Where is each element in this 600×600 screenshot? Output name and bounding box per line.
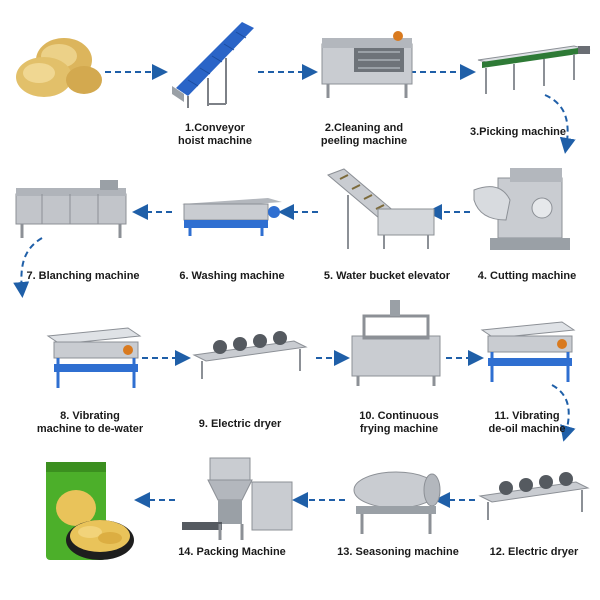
label-step-1-line2: hoist machine (178, 135, 252, 147)
blanching-machine (15, 180, 127, 238)
label-step-8: 8. Vibrating machine to de-water (22, 410, 158, 436)
label-step-9: 9. Electric dryer (186, 418, 294, 431)
picking-machine (477, 45, 591, 94)
label-step-4-line1: 4. Cutting machine (477, 270, 577, 282)
packing-machine (182, 457, 293, 540)
continuous-frying-machine (351, 300, 441, 386)
label-step-2-line1: 2.Cleaning and (324, 122, 404, 134)
chips-bag-image (46, 462, 134, 560)
label-step-5-line1: 5. Water bucket elevator (323, 270, 451, 282)
label-step-4: 4. Cutting machine (468, 270, 586, 283)
potatoes-image (16, 38, 102, 97)
cutting-machine (473, 168, 570, 250)
label-step-14: 14. Packing Machine (166, 546, 298, 559)
label-step-10: 10. Continuous frying machine (338, 410, 460, 436)
label-step-3: 3.Picking machine (448, 126, 588, 139)
label-step-8-line1: 8. Vibrating (60, 410, 120, 422)
cleaning-peeling-machine (321, 31, 413, 98)
arrow-3-4-curve (544, 94, 576, 154)
label-step-7: 7. Blanching machine (14, 270, 152, 283)
vibrating-dewater-machine (46, 327, 142, 388)
label-step-11-line1: 11. Vibrating (494, 410, 560, 422)
label-step-6: 6. Washing machine (170, 270, 294, 283)
label-step-12-line1: 12. Electric dryer (489, 546, 579, 558)
label-step-14-line1: 14. Packing Machine (178, 546, 286, 558)
label-step-9-line1: 9. Electric dryer (198, 418, 282, 430)
conveyor-hoist-machine (172, 22, 254, 108)
label-step-6-line1: 6. Washing machine (179, 270, 285, 282)
vibrating-deoil-machine (480, 321, 576, 382)
label-step-1-line1: 1.Conveyor (185, 122, 245, 134)
label-step-12: 12. Electric dryer (476, 546, 592, 559)
arrow-7-8-curve (13, 237, 43, 298)
arrow-11-12-curve (551, 384, 576, 442)
label-step-10-line1: 10. Continuous (359, 410, 439, 422)
label-step-7-line1: 7. Blanching machine (26, 270, 140, 282)
seasoning-machine (353, 471, 441, 534)
label-step-11: 11. Vibrating de-oil machine (466, 410, 588, 436)
washing-machine (182, 198, 282, 236)
label-step-10-line2: frying machine (359, 423, 439, 435)
label-step-1: 1.Conveyor hoist machine (160, 122, 270, 148)
label-step-3-line1: 3.Picking machine (470, 126, 566, 138)
electric-dryer-machine-1 (192, 331, 308, 379)
label-step-2-line2: peeling machine (320, 135, 408, 147)
label-step-13: 13. Seasoning machine (328, 546, 468, 559)
electric-dryer-machine-2 (478, 472, 590, 520)
label-step-5: 5. Water bucket elevator (312, 270, 462, 283)
label-step-2: 2.Cleaning and peeling machine (306, 122, 422, 148)
label-step-11-line2: de-oil machine (488, 423, 566, 435)
label-step-8-line2: machine to de-water (36, 423, 144, 435)
label-step-13-line1: 13. Seasoning machine (337, 546, 459, 558)
water-bucket-elevator (327, 168, 435, 249)
